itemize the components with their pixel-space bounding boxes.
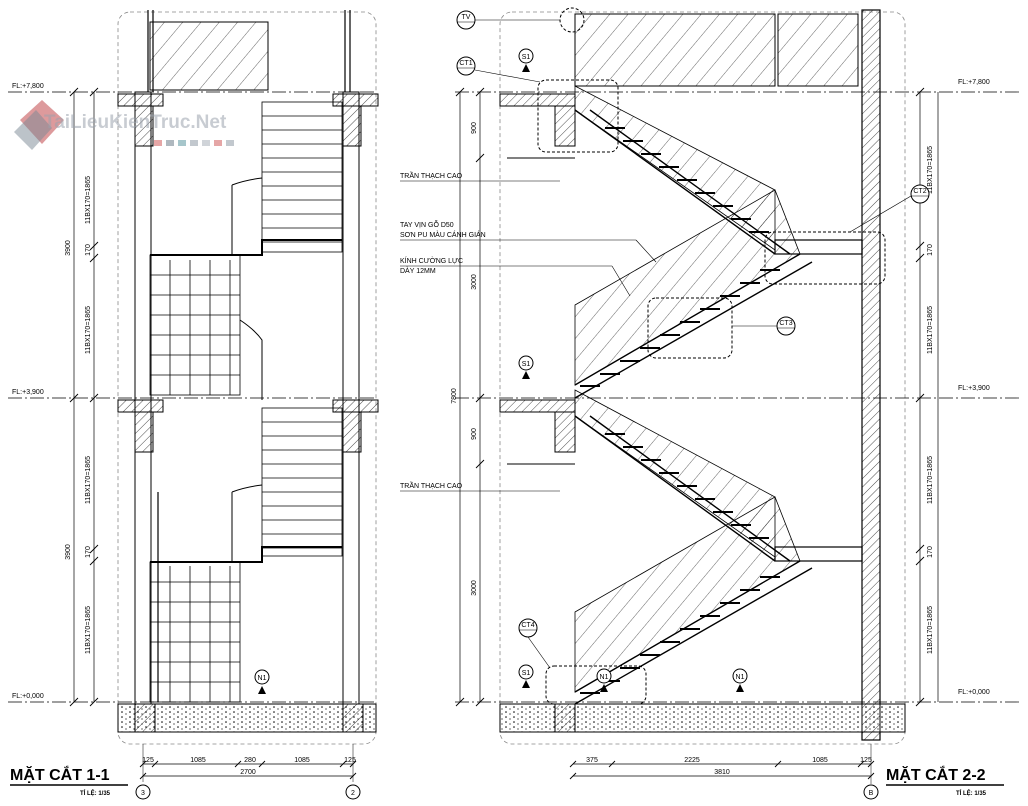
- beam-left-upper: [554, 105, 576, 147]
- rdim-right-4: 11BX170=1865: [927, 456, 934, 504]
- note-ceiling-upper: TRẦN THẠCH CAO: [400, 170, 463, 180]
- left-section-scale: TỈ LỆ: 1/35: [80, 789, 111, 797]
- tag-s1-low: S1: [518, 664, 534, 688]
- svg-text:CT4: CT4: [521, 622, 534, 629]
- rhdim-2: 2225: [684, 757, 700, 764]
- lower-flight-b: [149, 561, 241, 703]
- note-glass-1: KÍNH CƯỜNG LỰC: [400, 256, 463, 265]
- slab-left-mid: [499, 399, 576, 413]
- rhdim-4: 125: [860, 757, 872, 764]
- svg-text:TV: TV: [462, 14, 471, 21]
- floor-level-bottom-left: FL:+0,000: [12, 693, 44, 700]
- floor-level-top-left: FL:+7,800: [12, 83, 44, 90]
- note-handrail-2: SƠN PU MÀU CÁNH GIÁN: [400, 230, 486, 239]
- axis-3: 3: [141, 790, 145, 797]
- svg-text:N1: N1: [736, 674, 745, 681]
- beam-mid-left: [134, 411, 154, 453]
- rdim-left-1: 900: [471, 122, 478, 134]
- tag-s1-mid: S1: [518, 355, 534, 379]
- beam-upper-right: [342, 105, 362, 147]
- rdim-left-3: 7800: [451, 388, 458, 404]
- note-ceiling-lower: TRẦN THẠCH CAO: [400, 480, 463, 490]
- upper-flight-a: [261, 101, 343, 253]
- rhdim-1: 375: [586, 757, 598, 764]
- callout-ct4: CT4: [518, 618, 647, 705]
- rhdim-total: 3810: [714, 769, 730, 776]
- note-handrail-1: TAY VỊN GỖ D50: [400, 220, 454, 229]
- rdim-right-3: 11BX170=1865: [927, 306, 934, 354]
- beam-upper-left: [134, 105, 154, 147]
- slab-mid-left: [117, 399, 164, 413]
- slab-upper-right: [332, 93, 379, 107]
- vdim-8: 3900: [65, 544, 72, 560]
- axis-b: B: [869, 790, 874, 797]
- glass-balustrade-upper-b: [574, 189, 801, 386]
- floor-level-bottom-right: FL:+0,000: [958, 689, 990, 696]
- top-glass-panel-1: [574, 13, 776, 87]
- svg-text:CT2: CT2: [913, 188, 926, 195]
- watermark: TaiLieuKienTruc.Net: [14, 100, 234, 150]
- vdim-3: 11BX170=1865: [85, 306, 92, 354]
- ground-slab: [117, 703, 377, 733]
- rdim-right-5: 170: [927, 546, 934, 558]
- svg-text:S1: S1: [522, 670, 531, 677]
- watermark-text: TaiLieuKienTruc.Net: [44, 112, 227, 133]
- vdim-1: 11BX170=1865: [85, 176, 92, 224]
- vdim-7: 11BX170=1865: [85, 606, 92, 654]
- rdim-right-1: 11BX170=1865: [927, 146, 934, 194]
- tag-n1-b: N1: [732, 668, 748, 692]
- callout-ct2: CT2: [764, 184, 930, 285]
- callout-tv: TV: [456, 7, 585, 33]
- left-section-title: MẶT CẮT 1-1: [10, 765, 110, 784]
- right-section-scale: TỈ LỆ: 1/35: [956, 789, 987, 797]
- rdim-left-4: 900: [471, 428, 478, 440]
- hdim-4: 1085: [294, 757, 310, 764]
- svg-text:CT3: CT3: [779, 320, 792, 327]
- svg-text:S1: S1: [522, 54, 531, 61]
- hdim-total: 2700: [240, 769, 256, 776]
- hdim-2: 1085: [190, 757, 206, 764]
- beam-mid-right: [342, 411, 362, 453]
- section-1-1: FL:+7,800 FL:+3,900 FL:+0,000 11BX170=18…: [8, 10, 379, 800]
- lower-flight-a: [261, 407, 343, 557]
- slab-upper-left: [117, 93, 164, 107]
- glass-balustrade-lower-b: [574, 496, 801, 693]
- callout-ct1: CT1: [456, 56, 619, 153]
- svg-text:CT1: CT1: [459, 60, 472, 67]
- callout-ct3: CT3: [647, 297, 796, 359]
- note-glass-2: DÀY 12MM: [400, 266, 436, 275]
- axis-2: 2: [351, 790, 355, 797]
- top-glass-panel-2: [777, 13, 859, 87]
- slab-mid-right: [332, 399, 379, 413]
- rdim-right-2: 170: [927, 244, 934, 256]
- floor-level-mid-right: FL:+3,900: [958, 385, 990, 392]
- svg-text:S1: S1: [522, 361, 531, 368]
- rdim-left-2: 3000: [471, 274, 478, 290]
- tag-s1-top: S1: [518, 48, 534, 72]
- hdim-3: 280: [244, 757, 256, 764]
- hdim-1: 125: [142, 757, 154, 764]
- section-2-2-outline: [499, 11, 906, 745]
- left-tag-n1: N1: [258, 675, 267, 682]
- wall-column-b: [861, 9, 881, 741]
- vdim-6: 170: [85, 546, 92, 558]
- hdim-5: 125: [344, 757, 356, 764]
- tag-n1-a: N1: [596, 668, 612, 692]
- vdim-2: 170: [85, 244, 92, 256]
- section-2-2: FL:+7,800 FL:+3,900 FL:+0,000 900 3000 7…: [400, 7, 1020, 800]
- rhdim-3: 1085: [812, 757, 828, 764]
- upper-flight-b: [149, 254, 241, 396]
- right-section-title: MẶT CẮT 2-2: [886, 765, 986, 784]
- svg-text:N1: N1: [600, 674, 609, 681]
- rdim-left-5: 3000: [471, 580, 478, 596]
- floor-level-mid-left: FL:+3,900: [12, 389, 44, 396]
- top-glazing: [149, 21, 269, 91]
- vdim-5: 11BX170=1865: [85, 456, 92, 504]
- vdim-4: 3900: [65, 240, 72, 256]
- floor-level-top-right: FL:+7,800: [958, 79, 990, 86]
- rdim-right-6: 11BX170=1865: [927, 606, 934, 654]
- beam-left-mid: [554, 411, 576, 453]
